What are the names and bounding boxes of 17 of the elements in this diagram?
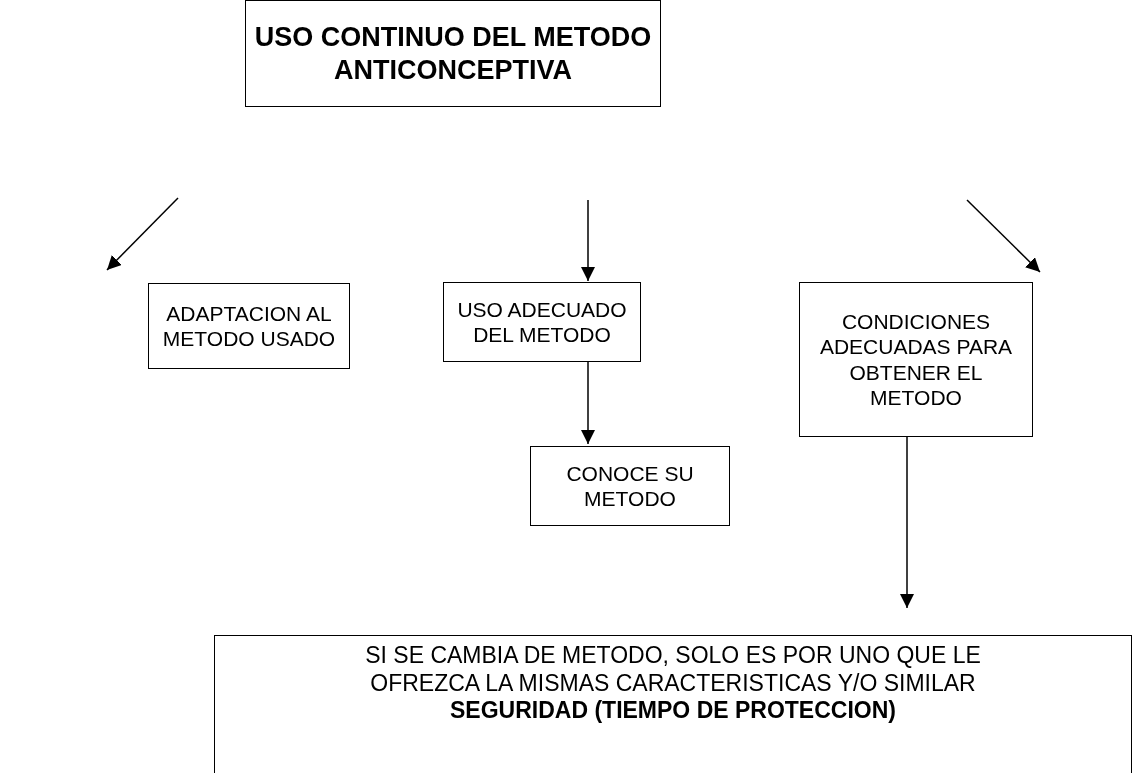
process-box: [148, 283, 350, 369]
box-text: ADAPTACION AL METODO USADO: [161, 300, 337, 352]
box-text: CONDICIONES ADECUADAS PARA OBTENER EL METODO: [818, 309, 1014, 410]
box-text: USO ADECUADO DEL METODO: [456, 296, 628, 348]
process-box: [530, 446, 730, 526]
process-box: [443, 282, 641, 362]
note-box: [214, 635, 1132, 773]
box-text: SI SE CAMBIA DE METODO, SOLO ES POR UNO QUE LE OFREZCA LA MISMAS CARACTERISTICAS Y/O SIMILAR SEGURIDAD (TIEMPO DE PROTECCION): [364, 642, 982, 725]
arrow: [581, 199, 595, 282]
arrow: [900, 436, 914, 609]
box-text: USO CONTINUO DEL METODO ANTICONCEPTIVA: [253, 21, 653, 86]
title-box: [245, 0, 661, 107]
arrow: [966, 199, 1041, 273]
process-box: [799, 282, 1033, 437]
box-text: CONOCE SU METODO: [565, 460, 695, 512]
arrow: [581, 361, 595, 445]
arrow: [106, 197, 179, 271]
